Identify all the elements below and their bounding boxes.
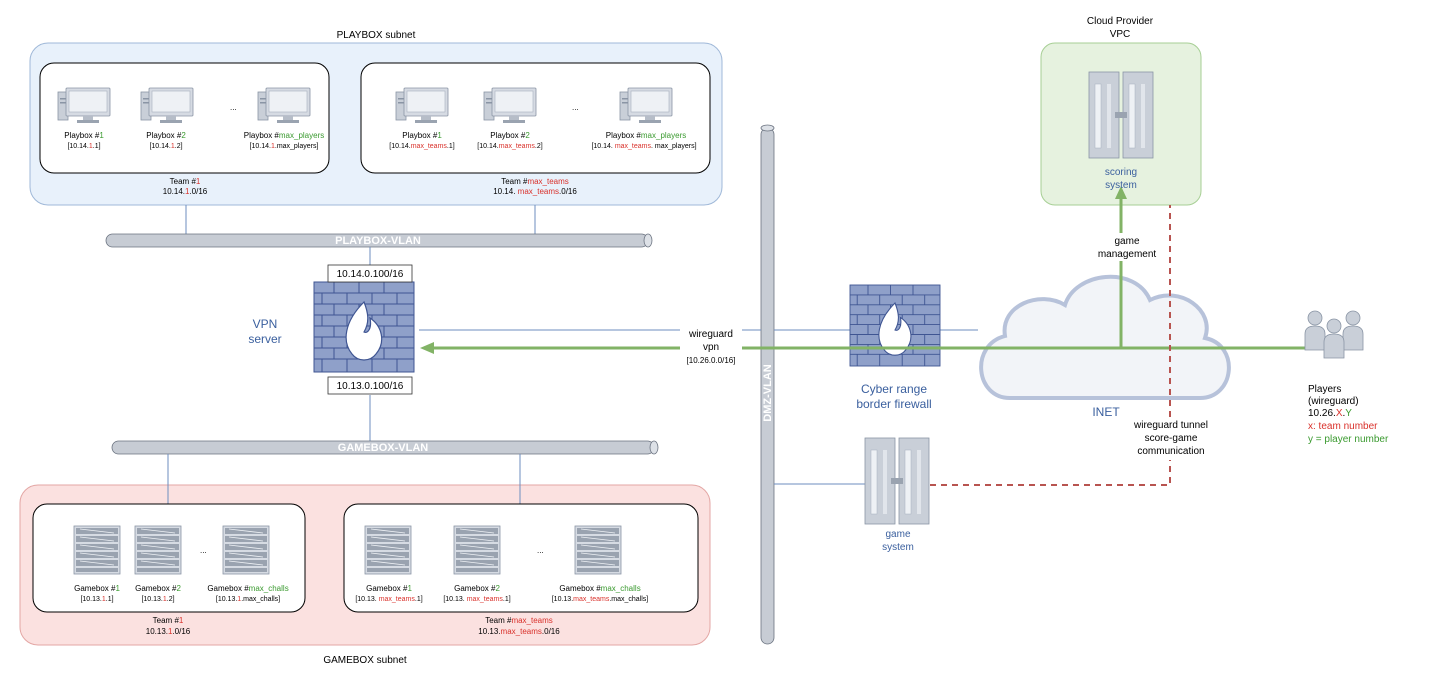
scoring-system-label: system [1105,180,1137,191]
gamebox-host-ip: [10.13.1.max_challs] [216,596,280,603]
ellipsis: ... [537,546,544,555]
gamebox-vlan-bus [111,440,659,455]
playbox-subnet-title: PLAYBOX subnet [337,30,416,41]
tunnel-label: score-game [1145,433,1198,444]
ellipsis: ... [230,103,237,112]
gamebox-team1-label: Team #1 [153,616,184,625]
playbox-host-label: Playbox #1 [402,131,442,140]
wireguard-label: wireguard [688,329,733,340]
vpn-server-label: server [248,332,281,346]
cloud-vpc-title: VPC [1110,29,1131,40]
players-legend-x: x: team number [1308,421,1378,432]
vpn-firewall-icon [313,281,415,373]
border-firewall-label: Cyber range [861,382,927,396]
gamebox-host-ip: [10.13.1.2] [141,596,174,603]
tunnel-label: communication [1137,446,1204,457]
playbox-teamN-net: 10.14. max_teams.0/16 [493,187,577,196]
dmz-vlan-label: DMZ-VLAN [762,364,774,421]
ellipsis: ... [572,103,579,112]
scoring-system-label: scoring [1105,167,1137,178]
players-icon [1304,310,1364,359]
players-label: Players [1308,384,1341,395]
cloud-provider-title: Cloud Provider [1087,16,1154,27]
game-system-label: system [882,542,914,553]
playbox-team1-label: Team #1 [170,177,201,186]
dmz-vlan-bus [760,124,775,645]
game-server-icon [864,437,930,525]
gamebox-teamN-net: 10.13.max_teams.0/16 [478,627,560,636]
playbox-host-ip: [10.14.1.2] [149,143,182,150]
players-ip: 10.26.X.Y [1308,408,1352,419]
game-management-label: game [1114,236,1139,247]
playbox-host-ip: [10.14.max_teams.2] [477,143,542,150]
playbox-host-label: Playbox #2 [490,131,530,140]
playbox-team1-net: 10.14.1.0/16 [163,187,208,196]
ellipsis: ... [200,546,207,555]
playbox-host-ip: [10.14.1.1] [67,143,100,150]
game-system-label: game [885,529,910,540]
gamebox-teamN-label: Team #max_teams [485,616,553,625]
management-arrowhead [1115,186,1127,199]
wireguard-label: vpn [703,342,719,353]
playbox-host-label: Playbox #max_players [606,131,687,140]
playbox-host-label: Playbox #2 [146,131,186,140]
border-firewall-label: border firewall [856,397,931,411]
tunnel-label: wireguard tunnel [1133,420,1208,431]
gamebox-host-label: Gamebox #1 [366,584,412,593]
gamebox-subnet-title: GAMEBOX subnet [323,655,407,666]
playbox-teamN-label: Team #max_teams [501,177,569,186]
gamebox-host-label: Gamebox #2 [135,584,181,593]
playbox-host-label: Playbox #1 [64,131,104,140]
playbox-vlan-bus [105,233,653,248]
gamebox-host-ip: [10.13. max_teams.1] [355,596,422,603]
wireguard-net: [10.26.0.0/16] [687,356,736,365]
playbox-host-label: Playbox #max_players [244,131,325,140]
inet-label: INET [1092,405,1120,419]
border-firewall-icon [849,284,941,367]
gamebox-host-ip: [10.13. max_teams.1] [443,596,510,603]
gamebox-host-label: Gamebox #1 [74,584,120,593]
vpn-ip-bottom: 10.13.0.100/16 [337,381,404,392]
players-legend-y: y = player number [1308,434,1389,445]
inet-cloud [979,274,1231,400]
playbox-host-ip: [10.14.max_teams.1] [389,143,454,150]
playbox-host-ip: [10.14.1.max_players] [250,143,319,150]
gamebox-team1-net: 10.13.1.0/16 [146,627,191,636]
vpn-server-label: VPN [253,317,278,331]
gamebox-host-label: Gamebox #max_challs [559,584,640,593]
vpn-ip-top-box [327,264,413,283]
players-label: (wireguard) [1308,396,1359,407]
gamebox-host-ip: [10.13.max_teams.max_challs] [552,596,649,603]
wireguard-tunnel-link [930,205,1171,486]
gamebox-host-label: Gamebox #max_challs [207,584,288,593]
playbox-vlan-label: PLAYBOX-VLAN [335,235,421,247]
vpn-ip-bottom-box [327,376,413,395]
gamebox-host-ip: [10.13.1.1] [80,596,113,603]
gamebox-host-label: Gamebox #2 [454,584,500,593]
playbox-teamN-box [360,62,711,174]
gamebox-vlan-label: GAMEBOX-VLAN [338,442,429,454]
game-management-label: management [1098,249,1157,260]
playbox-team1-box [39,62,330,174]
vpn-arrowhead [420,342,434,354]
vpn-ip-top: 10.14.0.100/16 [337,269,404,280]
playbox-host-ip: [10.14. max_teams. max_players] [591,143,696,150]
